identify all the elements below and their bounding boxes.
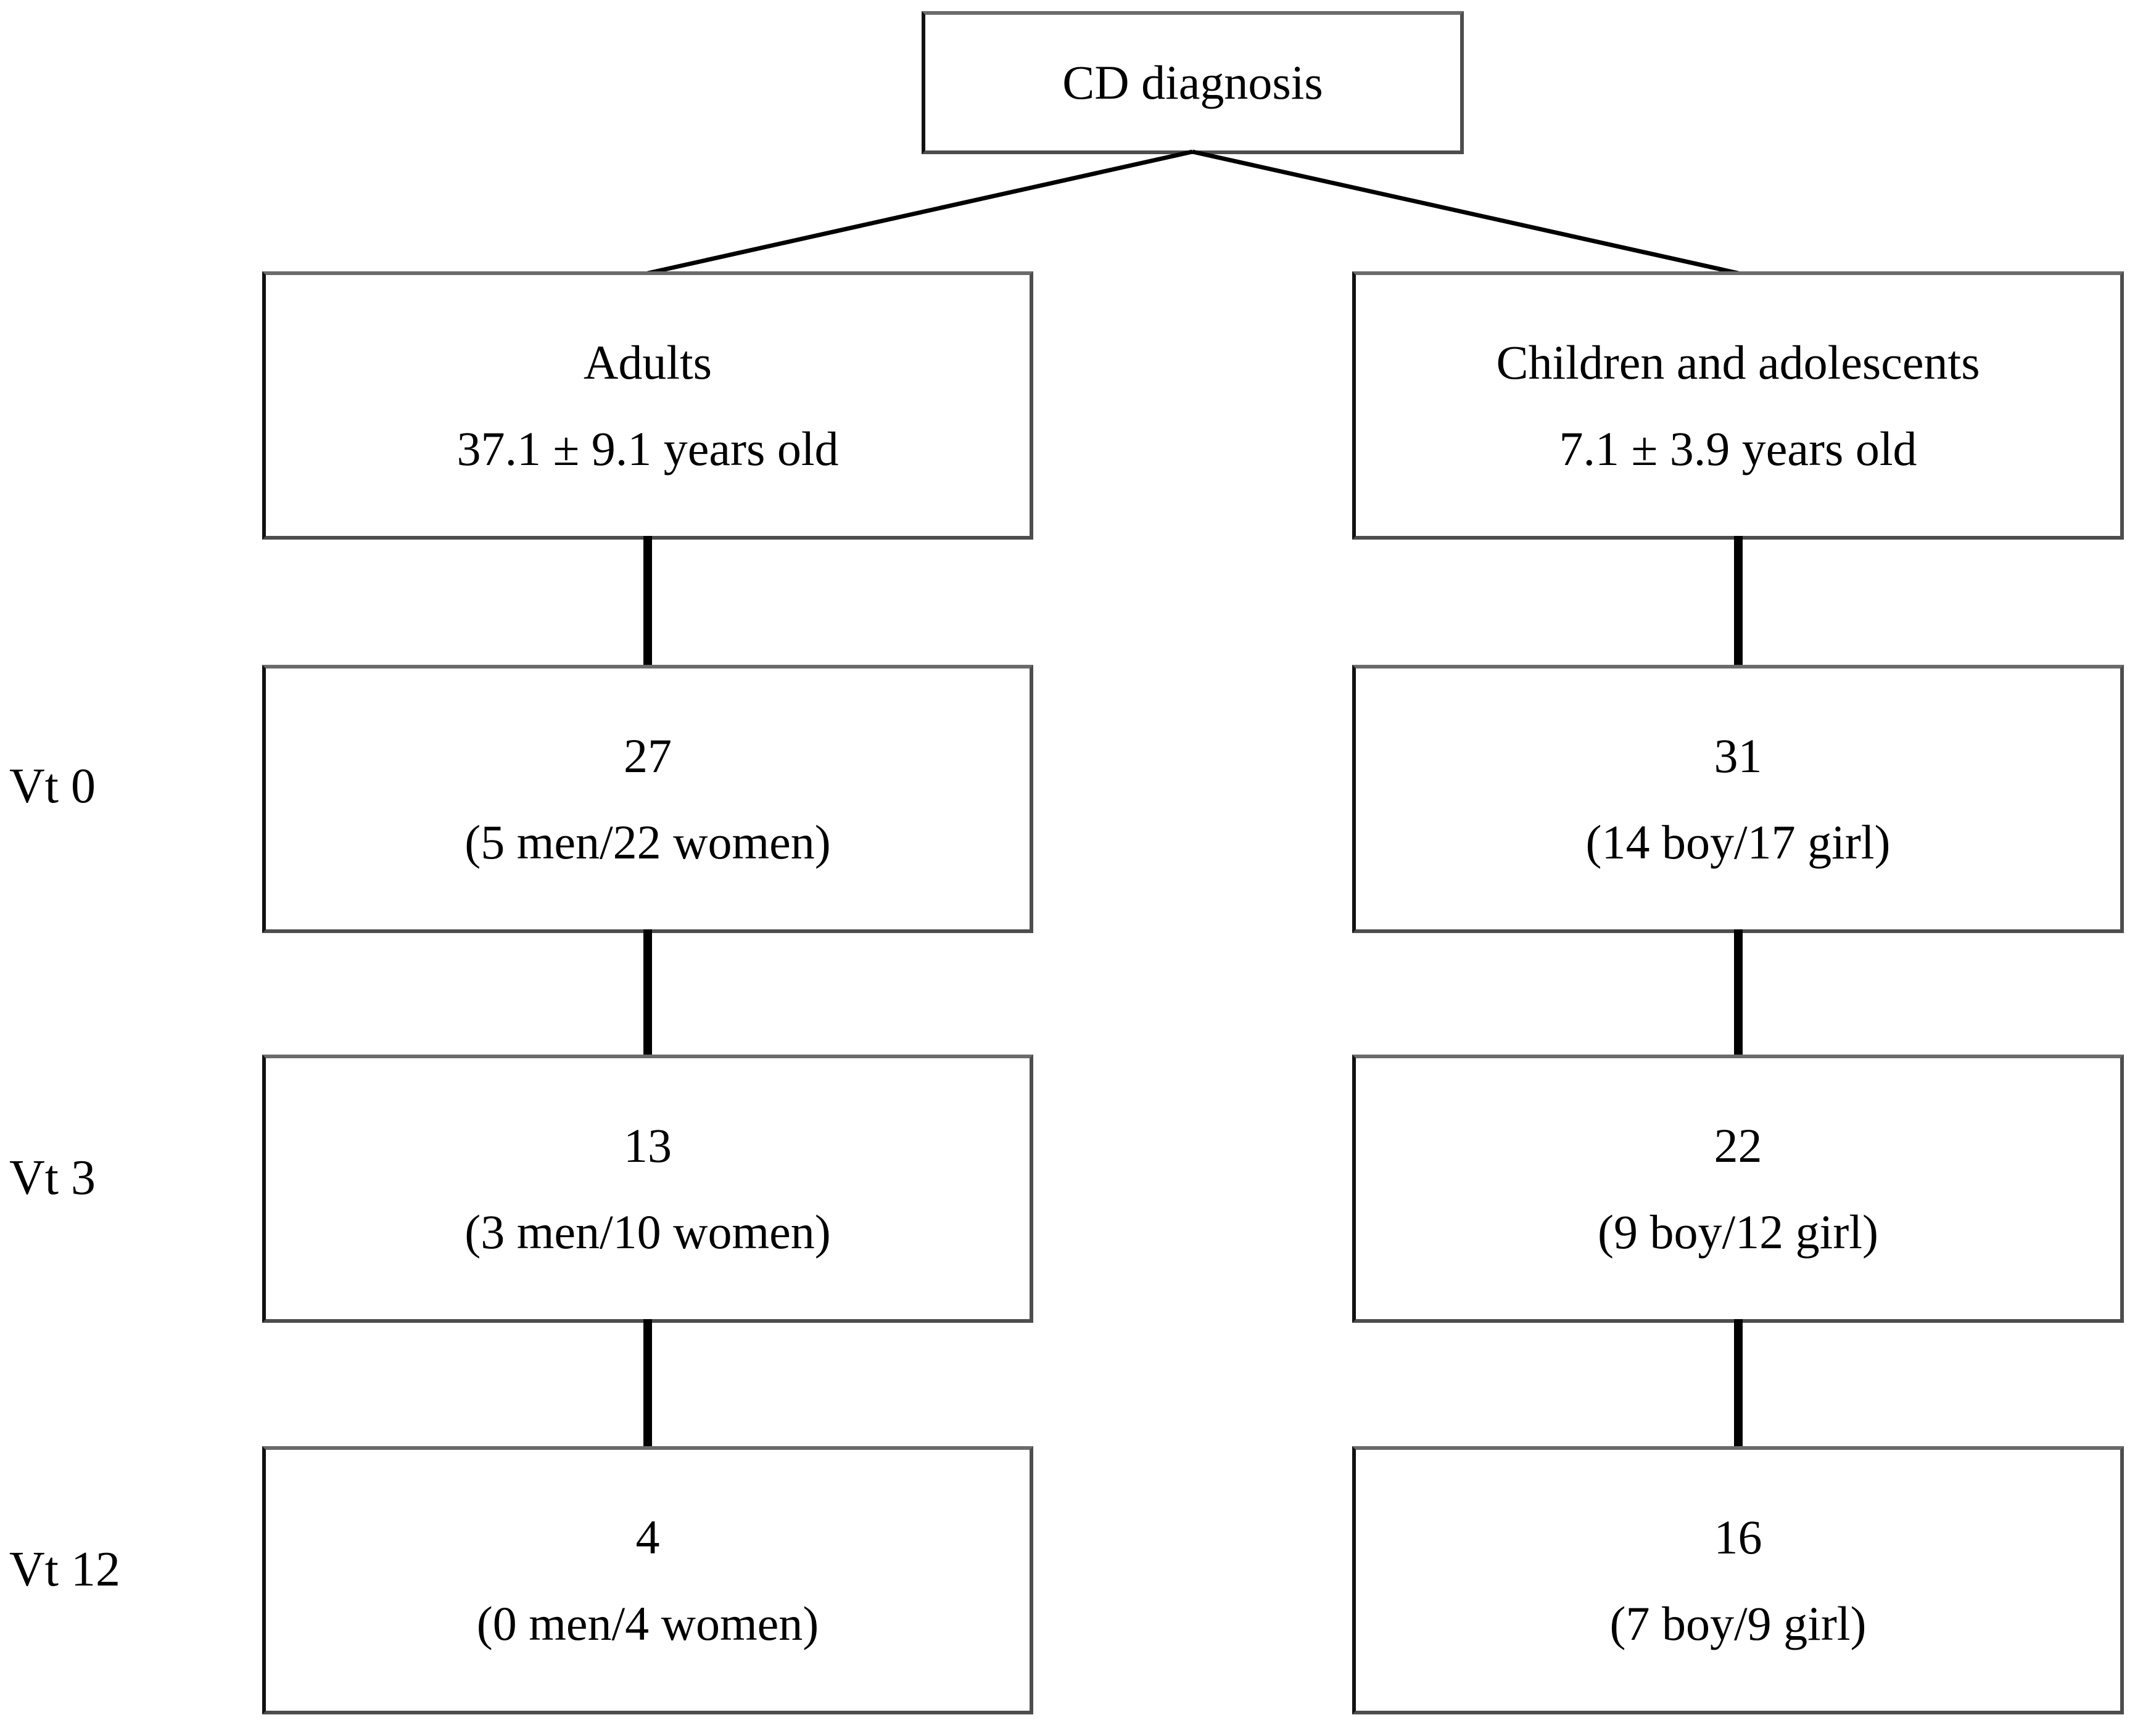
- node-adults-vt3-breakdown: (3 men/10 women): [465, 1204, 831, 1259]
- connector-vt0-to-vt3-adults: [643, 929, 652, 1059]
- node-children-vt3-count: 22: [1714, 1119, 1762, 1173]
- node-adults-vt12-breakdown: (0 men/4 women): [476, 1596, 819, 1650]
- row-label-vt0: Vt 0: [9, 759, 96, 813]
- node-children-vt3-breakdown: (9 boy/12 girl): [1598, 1204, 1878, 1259]
- node-adults-vt12-count: 4: [635, 1510, 660, 1565]
- node-children-vt12-count: 16: [1714, 1510, 1762, 1565]
- split-connector-right: [1192, 149, 1739, 276]
- node-children: Children and adolescents 7.1 ± 3.9 years…: [1352, 271, 2124, 540]
- node-adults-vt3: 13 (3 men/10 women): [262, 1055, 1033, 1323]
- connector-children-to-vt0: [1734, 536, 1743, 668]
- node-cd-diagnosis: CD diagnosis: [922, 11, 1464, 154]
- row-label-vt3: Vt 3: [9, 1151, 96, 1205]
- connector-vt3-to-vt12-adults: [643, 1319, 652, 1450]
- node-adults-vt0-breakdown: (5 men/22 women): [465, 815, 831, 869]
- connector-vt3-to-vt12-children: [1734, 1319, 1743, 1450]
- row-label-vt12: Vt 12: [9, 1542, 120, 1597]
- node-children-title: Children and adolescents: [1496, 335, 1980, 390]
- node-children-vt12-breakdown: (7 boy/9 girl): [1609, 1596, 1867, 1650]
- node-adults-vt12: 4 (0 men/4 women): [262, 1446, 1033, 1714]
- split-connector-left: [647, 149, 1193, 276]
- node-adults-title: Adults: [583, 335, 712, 390]
- connector-vt0-to-vt3-children: [1734, 929, 1743, 1059]
- node-adults-vt0: 27 (5 men/22 women): [262, 665, 1033, 933]
- node-children-vt12: 16 (7 boy/9 girl): [1352, 1446, 2124, 1714]
- node-adults: Adults 37.1 ± 9.1 years old: [262, 271, 1033, 540]
- node-cd-diagnosis-label: CD diagnosis: [1062, 56, 1323, 110]
- node-adults-vt3-count: 13: [624, 1119, 672, 1173]
- node-children-vt0-breakdown: (14 boy/17 girl): [1585, 815, 1891, 869]
- node-adults-vt0-count: 27: [624, 729, 672, 783]
- split-connector-lines: [647, 149, 1739, 276]
- node-children-age: 7.1 ± 3.9 years old: [1559, 421, 1917, 475]
- connector-adults-to-vt0: [643, 536, 652, 668]
- node-children-vt0-count: 31: [1714, 729, 1762, 783]
- node-adults-age: 37.1 ± 9.1 years old: [456, 421, 839, 475]
- node-children-vt3: 22 (9 boy/12 girl): [1352, 1055, 2124, 1323]
- node-children-vt0: 31 (14 boy/17 girl): [1352, 665, 2124, 933]
